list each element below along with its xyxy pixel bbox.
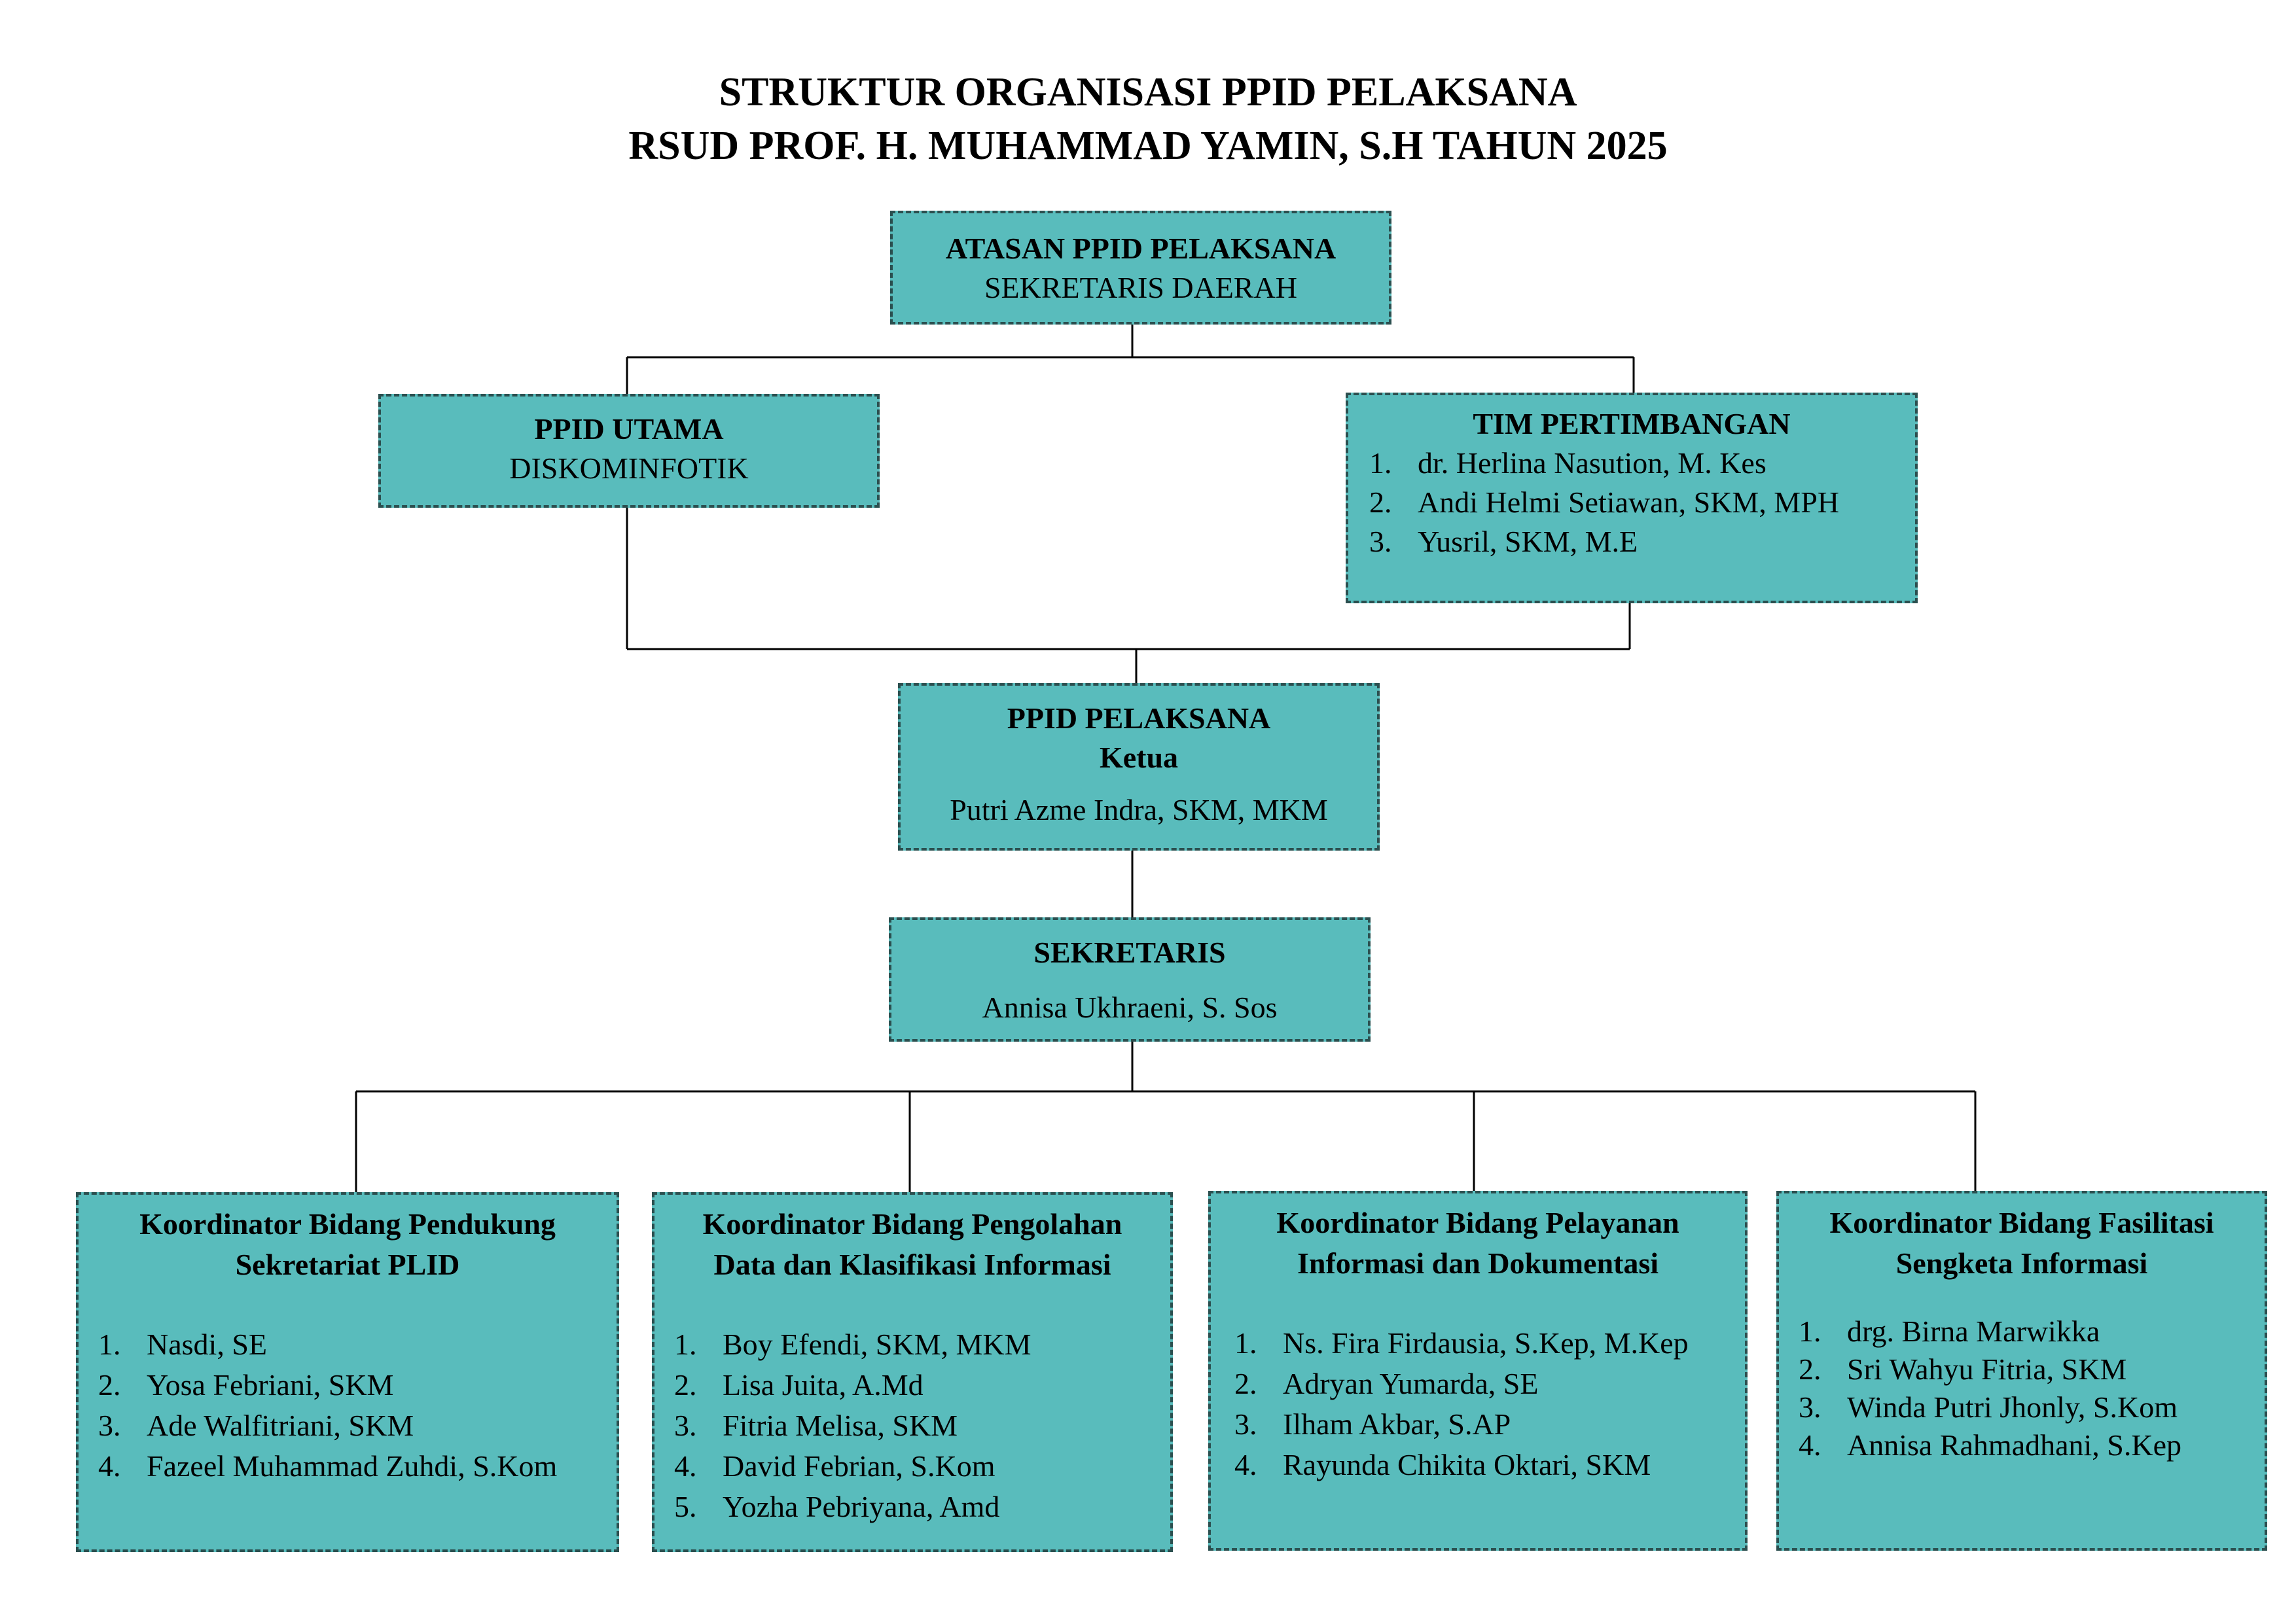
tim-pertimbangan-heading: TIM PERTIMBANGAN xyxy=(1473,407,1791,440)
ppid-utama-heading: PPID UTAMA xyxy=(534,412,724,446)
coordinator-1-subheading: Sekretariat PLID xyxy=(235,1248,460,1281)
tim-pertimbangan-list: 1.dr. Herlina Nasution, M. Kes 2.Andi He… xyxy=(1369,444,1915,561)
coordinator-1-list: 1.Nasdi, SE 2.Yosa Febriani, SKM 3.Ade W… xyxy=(98,1324,617,1487)
ppid-pelaksana-heading: PPID PELAKSANA xyxy=(1007,701,1271,735)
list-item: 2.Yosa Febriani, SKM xyxy=(98,1368,394,1402)
coordinator-3-subheading: Informasi dan Dokumentasi xyxy=(1297,1246,1659,1280)
coordinator-4-subheading: Sengketa Informasi xyxy=(1895,1246,2148,1280)
list-item: 3.Ade Walfitriani, SKM xyxy=(98,1409,414,1442)
list-item: 2.Adryan Yumarda, SE xyxy=(1234,1367,1539,1400)
list-item: 1.drg. Birna Marwikka xyxy=(1799,1315,2100,1348)
ppid-utama-box: PPID UTAMA DISKOMINFOTIK xyxy=(378,394,880,508)
list-item: 1.dr. Herlina Nasution, M. Kes xyxy=(1369,446,1767,480)
list-item: 1.Nasdi, SE xyxy=(98,1328,267,1361)
title-line-2: RSUD PROF. H. MUHAMMAD YAMIN, S.H TAHUN … xyxy=(628,124,1668,168)
ppid-pelaksana-box: PPID PELAKSANA Ketua Putri Azme Indra, S… xyxy=(898,683,1380,851)
list-item: 4.David Febrian, S.Kom xyxy=(674,1449,996,1483)
list-item: 3.Ilham Akbar, S.AP xyxy=(1234,1407,1511,1441)
list-item: 4.Rayunda Chikita Oktari, SKM xyxy=(1234,1448,1651,1481)
sekretaris-heading: SEKRETARIS xyxy=(1033,936,1226,969)
coordinator-box-1: Koordinator Bidang Pendukung Sekretariat… xyxy=(76,1192,619,1552)
list-item: 5.Yozha Pebriyana, Amd xyxy=(674,1490,1000,1523)
list-item: 3.Fitria Melisa, SKM xyxy=(674,1409,958,1442)
list-item: 1.Ns. Fira Firdausia, S.Kep, M.Kep xyxy=(1234,1326,1689,1360)
coordinator-4-list: 1.drg. Birna Marwikka 2.Sri Wahyu Fitria… xyxy=(1799,1313,2265,1464)
list-item: 2.Lisa Juita, A.Md xyxy=(674,1368,924,1402)
atasan-name: SEKRETARIS DAERAH xyxy=(984,271,1298,304)
ppid-utama-name: DISKOMINFOTIK xyxy=(509,451,749,485)
list-item: 4.Fazeel Muhammad Zuhdi, S.Kom xyxy=(98,1449,558,1483)
coordinator-3-heading: Koordinator Bidang Pelayanan xyxy=(1276,1206,1679,1239)
list-item: 3.Winda Putri Jhonly, S.Kom xyxy=(1799,1390,2178,1424)
atasan-box: ATASAN PPID PELAKSANA SEKRETARIS DAERAH xyxy=(890,211,1391,325)
list-item: 2.Andi Helmi Setiawan, SKM, MPH xyxy=(1369,485,1839,519)
coordinator-2-subheading: Data dan Klasifikasi Informasi xyxy=(713,1248,1111,1281)
list-item: 3.Yusril, SKM, M.E xyxy=(1369,525,1638,558)
coordinator-2-heading: Koordinator Bidang Pengolahan xyxy=(702,1207,1122,1241)
tim-pertimbangan-box: TIM PERTIMBANGAN 1.dr. Herlina Nasution,… xyxy=(1346,393,1918,603)
list-item: 4.Annisa Rahmadhani, S.Kep xyxy=(1799,1428,2182,1462)
ppid-pelaksana-name: Putri Azme Indra, SKM, MKM xyxy=(950,793,1328,826)
list-item: 1.Boy Efendi, SKM, MKM xyxy=(674,1328,1031,1361)
ppid-pelaksana-role: Ketua xyxy=(1099,741,1179,774)
coordinator-2-list: 1.Boy Efendi, SKM, MKM 2.Lisa Juita, A.M… xyxy=(674,1324,1170,1527)
page-title: STRUKTUR ORGANISASI PPID PELAKSANA RSUD … xyxy=(0,65,2296,173)
coordinator-4-heading: Koordinator Bidang Fasilitasi xyxy=(1829,1206,2214,1239)
sekretaris-box: SEKRETARIS Annisa Ukhraeni, S. Sos xyxy=(889,917,1371,1042)
title-line-1: STRUKTUR ORGANISASI PPID PELAKSANA xyxy=(719,70,1577,115)
atasan-heading: ATASAN PPID PELAKSANA xyxy=(945,232,1336,265)
coordinator-1-heading: Koordinator Bidang Pendukung xyxy=(139,1207,556,1241)
coordinator-box-2: Koordinator Bidang Pengolahan Data dan K… xyxy=(652,1192,1173,1552)
coordinator-box-4: Koordinator Bidang Fasilitasi Sengketa I… xyxy=(1776,1191,2267,1551)
list-item: 2.Sri Wahyu Fitria, SKM xyxy=(1799,1352,2127,1386)
coordinator-3-list: 1.Ns. Fira Firdausia, S.Kep, M.Kep 2.Adr… xyxy=(1234,1323,1745,1485)
sekretaris-name: Annisa Ukhraeni, S. Sos xyxy=(982,991,1278,1024)
coordinator-box-3: Koordinator Bidang Pelayanan Informasi d… xyxy=(1208,1191,1748,1551)
